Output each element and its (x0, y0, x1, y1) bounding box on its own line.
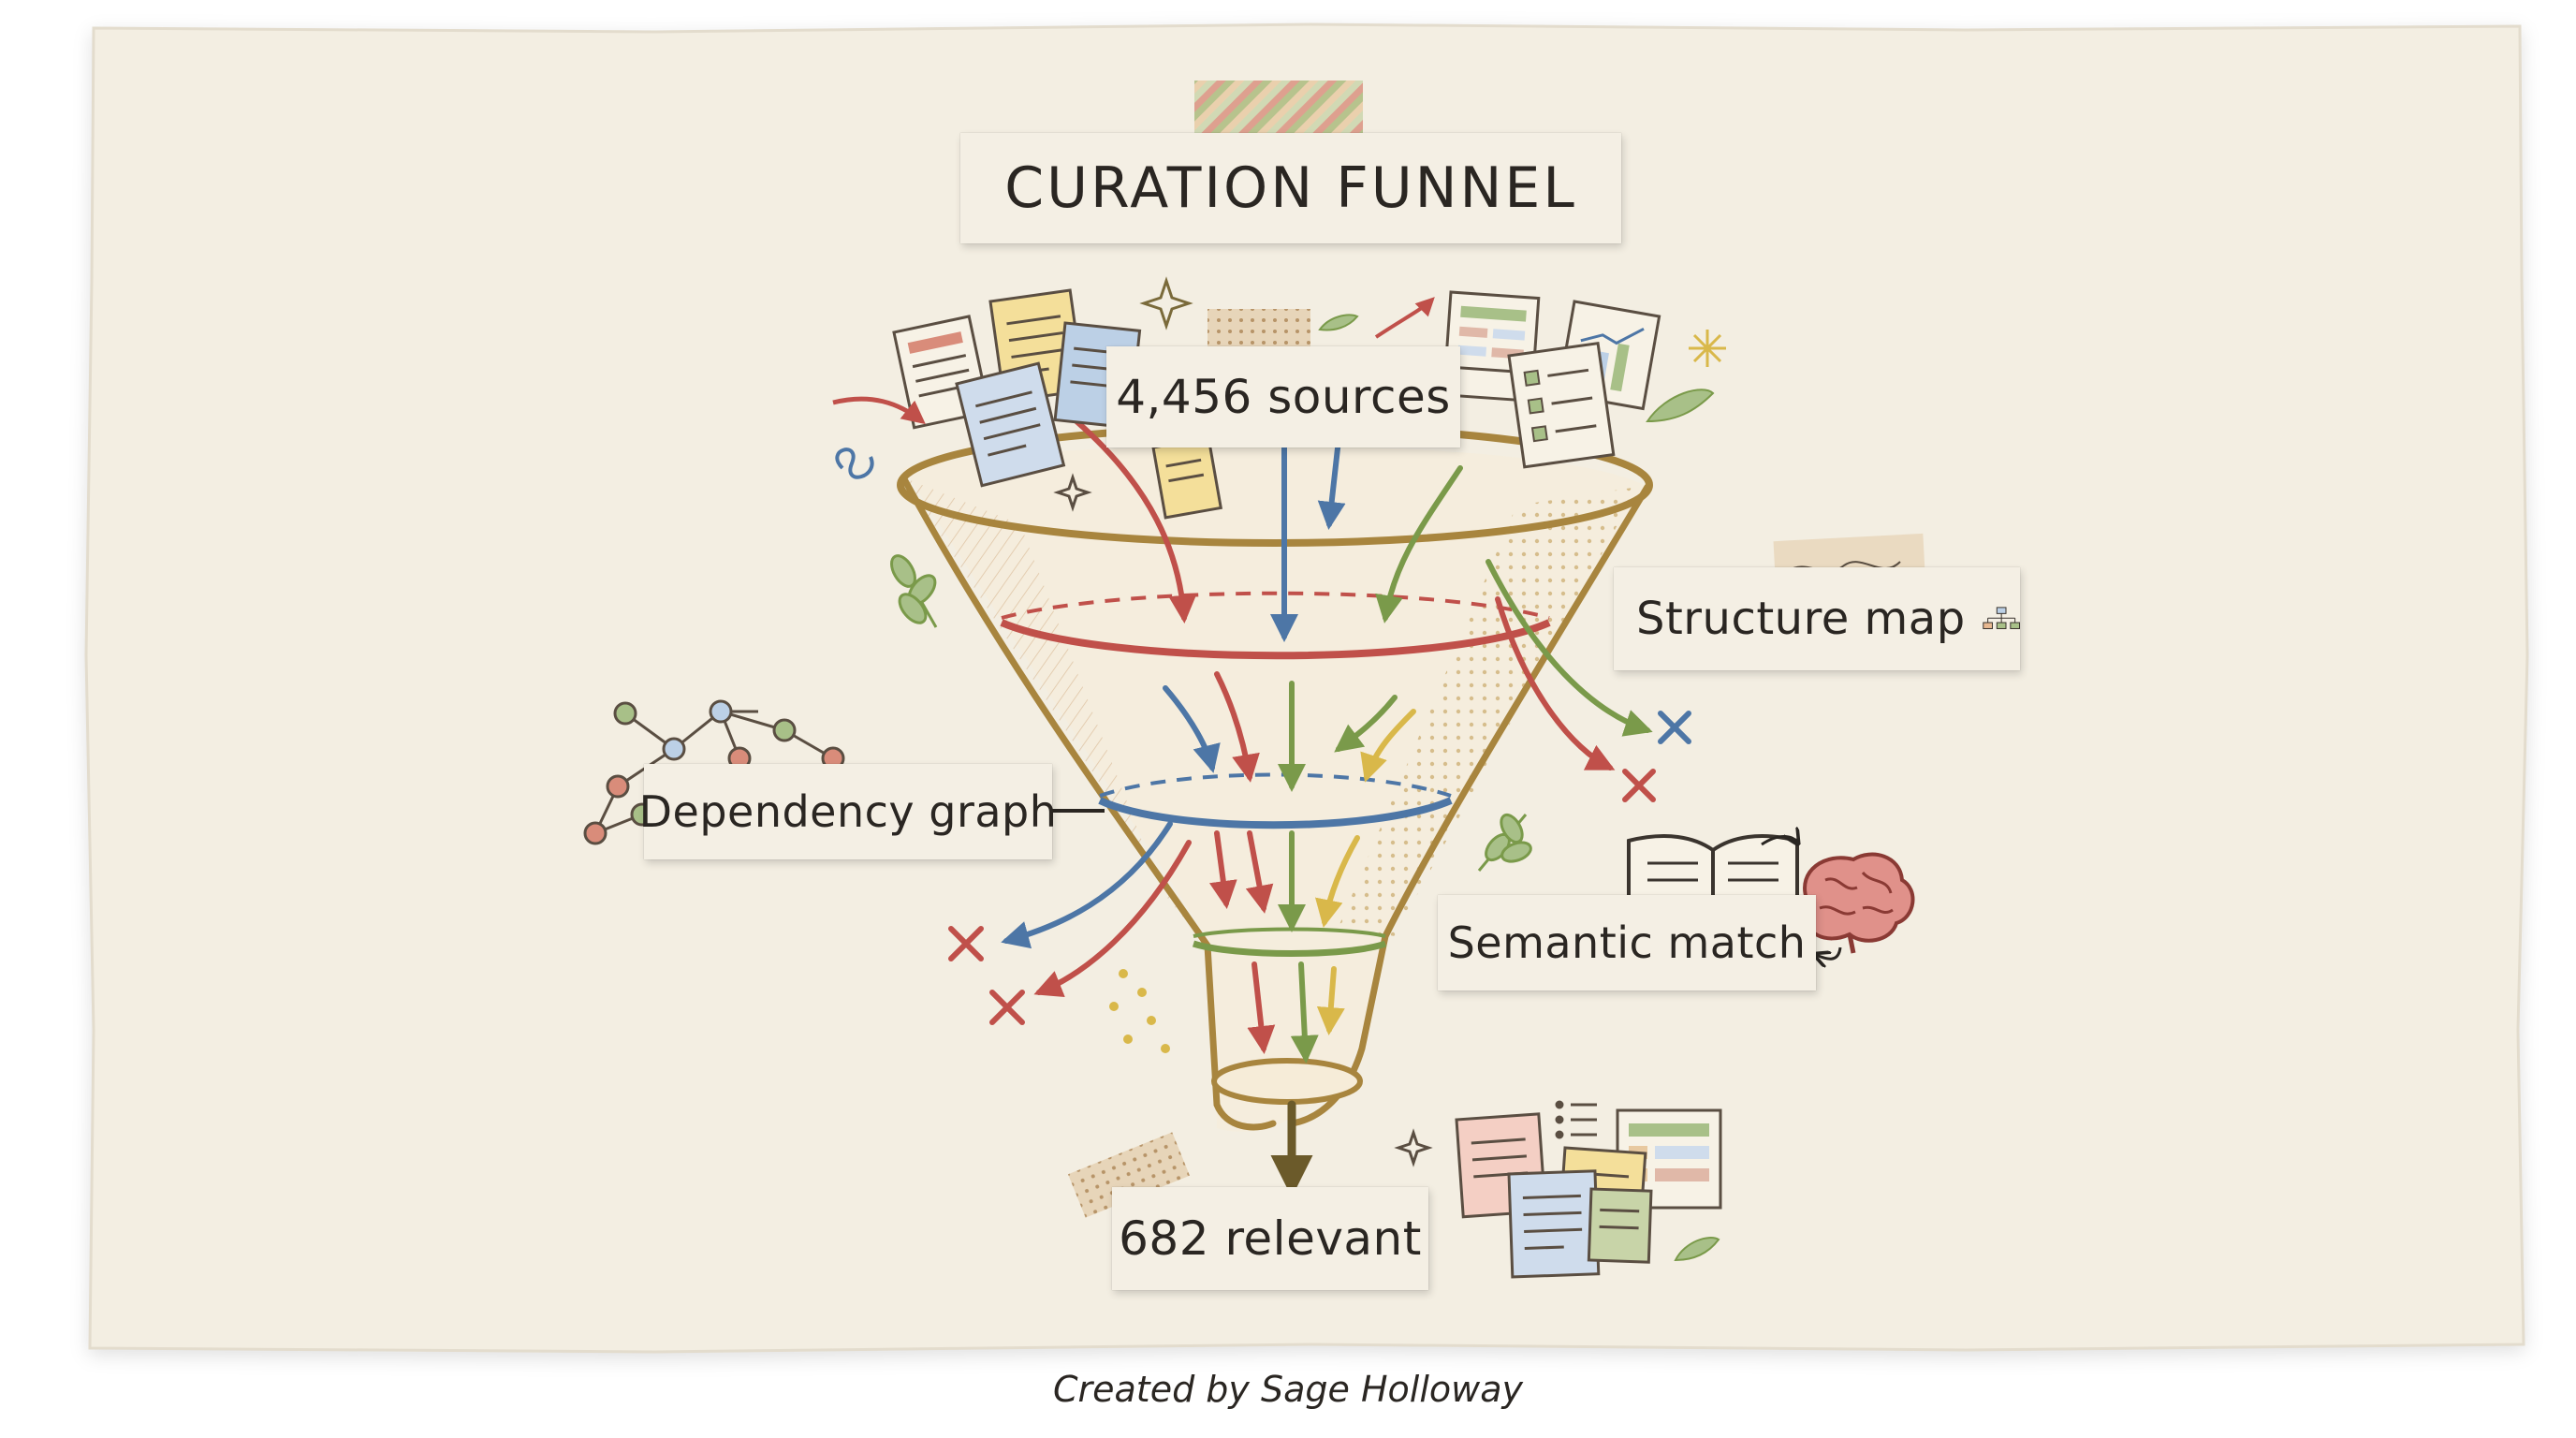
sources-count-label: 4,456 sources (1106, 346, 1460, 448)
hierarchy-icon (1982, 607, 2020, 629)
leaf-sprig (890, 554, 938, 628)
structure-map-label: Structure map (1614, 567, 2020, 670)
dot-sprinkle (1109, 969, 1170, 1053)
funnel-left-edge (900, 474, 1277, 1131)
funnel-right-dots (1339, 487, 1638, 936)
document-icon (955, 361, 1066, 488)
output-documents (1068, 1100, 1722, 1279)
label-tape (1068, 1132, 1190, 1218)
funnel-body (903, 446, 1647, 1132)
sparkle-icon (1394, 1128, 1433, 1167)
reject-x-icon (948, 926, 984, 961)
brain-return-arrow (1816, 946, 1842, 959)
flow-arrows (1001, 418, 1653, 1197)
reject-x-icon (989, 990, 1025, 1025)
checklist-icon (1507, 341, 1616, 469)
dependency-graph-label: Dependency graph (639, 764, 1057, 859)
leaf-sprig (1477, 813, 1532, 872)
list-icon (1555, 1100, 1597, 1139)
author-credit: Created by Sage Holloway (1052, 1369, 1523, 1410)
book-to-brain-arrow (1761, 837, 1797, 845)
sparkle-icon (1139, 276, 1193, 330)
document-icon (1151, 435, 1223, 520)
page-title: CURATION FUNNEL (960, 133, 1621, 243)
structure-ring-back (1001, 591, 1550, 620)
curl-decoration (835, 448, 874, 479)
brain-icon (1797, 852, 1915, 954)
reject-x-icon (1622, 769, 1656, 802)
leaf-decoration (1318, 314, 1359, 331)
sparkle-icon (1053, 473, 1092, 512)
reject-x-icon (1658, 711, 1691, 744)
reject-marks (948, 711, 1691, 1025)
incoming-arrow (1374, 297, 1435, 339)
relevant-count-label: 682 relevant (1112, 1187, 1428, 1290)
leaf-decoration (1646, 389, 1715, 423)
title-tape (1194, 81, 1363, 135)
funnel (897, 423, 1653, 1132)
dependency-ring (1098, 797, 1453, 829)
document-icon (1507, 1169, 1601, 1279)
source-documents (832, 276, 1726, 520)
leaf-decoration (1674, 1237, 1720, 1262)
sparkle-icon (1689, 330, 1726, 367)
semantic-match-label: Semantic match (1438, 895, 1816, 990)
structure-ring (1000, 619, 1551, 660)
dependency-ring-back (1099, 772, 1452, 798)
stage-label: Structure map (1636, 593, 1966, 645)
funnel-right-edge (1288, 483, 1651, 1127)
network-graph-icon (583, 699, 845, 845)
document-icon (1587, 1187, 1653, 1264)
incoming-arrow (832, 396, 926, 425)
semantic-ring (1192, 940, 1387, 957)
funnel-spout (1211, 1058, 1363, 1105)
